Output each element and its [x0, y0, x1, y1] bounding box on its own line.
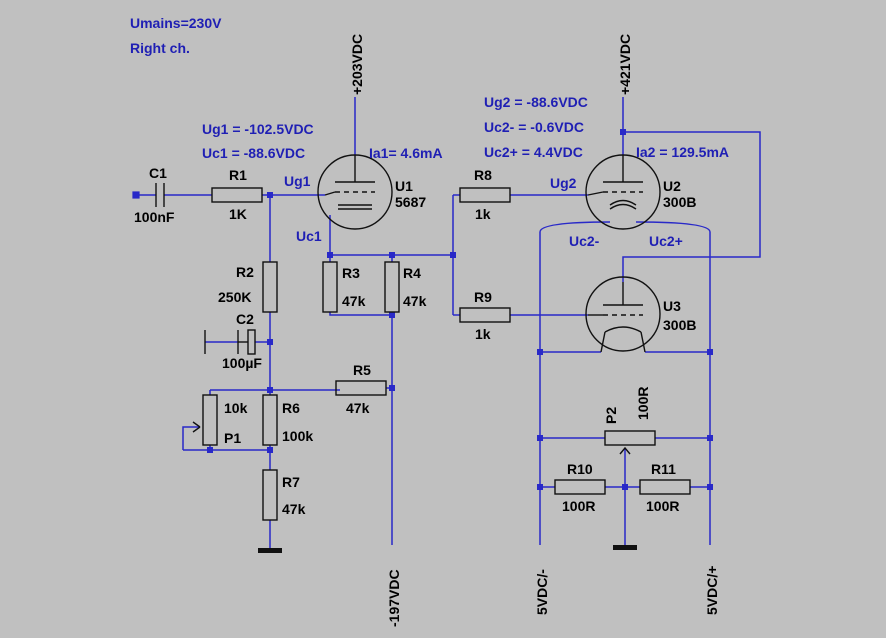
- c2-value: 100µF: [222, 355, 262, 371]
- rail-plus-203: +203VDC: [349, 34, 365, 95]
- triode-u2: [585, 154, 661, 230]
- u2-ref: U2: [663, 178, 681, 194]
- r4-ref: R4: [403, 265, 421, 281]
- note-ia2: Ia2 = 129.5mA: [636, 144, 729, 160]
- net-label-uc2-plus: Uc2+: [649, 233, 683, 249]
- resistor-r3: [322, 261, 338, 313]
- r1-value: 1K: [229, 206, 247, 222]
- triode-u1: [317, 154, 393, 230]
- r4-value: 47k: [403, 293, 427, 309]
- resistor-r6: [262, 394, 278, 446]
- capacitor-c2: [204, 329, 256, 355]
- r3-value: 47k: [342, 293, 366, 309]
- ground-symbol: [258, 548, 282, 553]
- r11-ref: R11: [651, 461, 676, 477]
- note-ug1: Ug1 = -102.5VDC: [202, 121, 314, 137]
- channel-note: Right ch.: [130, 40, 190, 56]
- potentiometer-p2: [604, 430, 656, 455]
- mains-voltage-note: Umains=230V: [130, 15, 222, 31]
- c1-value: 100nF: [134, 209, 175, 225]
- resistor-r9: [459, 307, 511, 323]
- ground-symbol: [613, 545, 637, 550]
- resistor-r10: [554, 479, 606, 495]
- capacitor-c1: [155, 183, 165, 207]
- u2-value: 300B: [663, 194, 696, 210]
- c2-ref: C2: [236, 311, 254, 327]
- junctions: [132, 129, 713, 490]
- potentiometer-p1: [192, 394, 218, 446]
- resistor-r5: [335, 380, 387, 396]
- c1-ref: C1: [149, 165, 167, 181]
- note-uc1: Uc1 = -88.6VDC: [202, 145, 305, 161]
- r11-value: 100R: [646, 498, 679, 514]
- r8-value: 1k: [475, 206, 491, 222]
- u1-ref: U1: [395, 178, 413, 194]
- resistor-r8: [459, 187, 511, 203]
- rail-minus-197: -197VDC: [386, 569, 402, 627]
- triode-u3: [585, 276, 661, 353]
- u1-value: 5687: [395, 194, 426, 210]
- r2-value: 250K: [218, 289, 251, 305]
- r3-ref: R3: [342, 265, 360, 281]
- resistor-r1: [211, 187, 263, 203]
- r9-value: 1k: [475, 326, 491, 342]
- u3-ref: U3: [663, 298, 681, 314]
- net-label-ug1: Ug1: [284, 173, 311, 189]
- resistor-r7: [262, 469, 278, 521]
- net-label-ug2: Ug2: [550, 175, 577, 191]
- r7-value: 47k: [282, 501, 306, 517]
- note-uc2-minus: Uc2- = -0.6VDC: [484, 119, 584, 135]
- note-ug2: Ug2 = -88.6VDC: [484, 94, 588, 110]
- r10-ref: R10: [567, 461, 593, 477]
- resistor-r2: [262, 261, 278, 313]
- wires: [136, 97, 761, 548]
- rail-5v-minus: 5VDC/-: [534, 569, 550, 615]
- net-label-uc2-minus: Uc2-: [569, 233, 600, 249]
- r7-ref: R7: [282, 474, 300, 490]
- p1-ref: P1: [224, 430, 241, 446]
- p2-ref: P2: [603, 407, 619, 424]
- p2-value: 100R: [635, 387, 651, 420]
- rail-5v-plus: 5VDC/+: [704, 566, 720, 615]
- r1-ref: R1: [229, 167, 247, 183]
- note-ia1: Ia1= 4.6mA: [369, 145, 443, 161]
- r6-value: 100k: [282, 428, 313, 444]
- r10-value: 100R: [562, 498, 595, 514]
- rail-plus-421: +421VDC: [617, 34, 633, 95]
- r5-ref: R5: [353, 362, 371, 378]
- r9-ref: R9: [474, 289, 492, 305]
- r5-value: 47k: [346, 400, 370, 416]
- p1-value: 10k: [224, 400, 248, 416]
- u3-value: 300B: [663, 317, 696, 333]
- note-uc2-plus: Uc2+ = 4.4VDC: [484, 144, 583, 160]
- r2-ref: R2: [236, 264, 254, 280]
- resistor-r11: [639, 479, 691, 495]
- r6-ref: R6: [282, 400, 300, 416]
- resistor-r4: [384, 261, 400, 313]
- net-label-uc1: Uc1: [296, 228, 322, 244]
- r8-ref: R8: [474, 167, 492, 183]
